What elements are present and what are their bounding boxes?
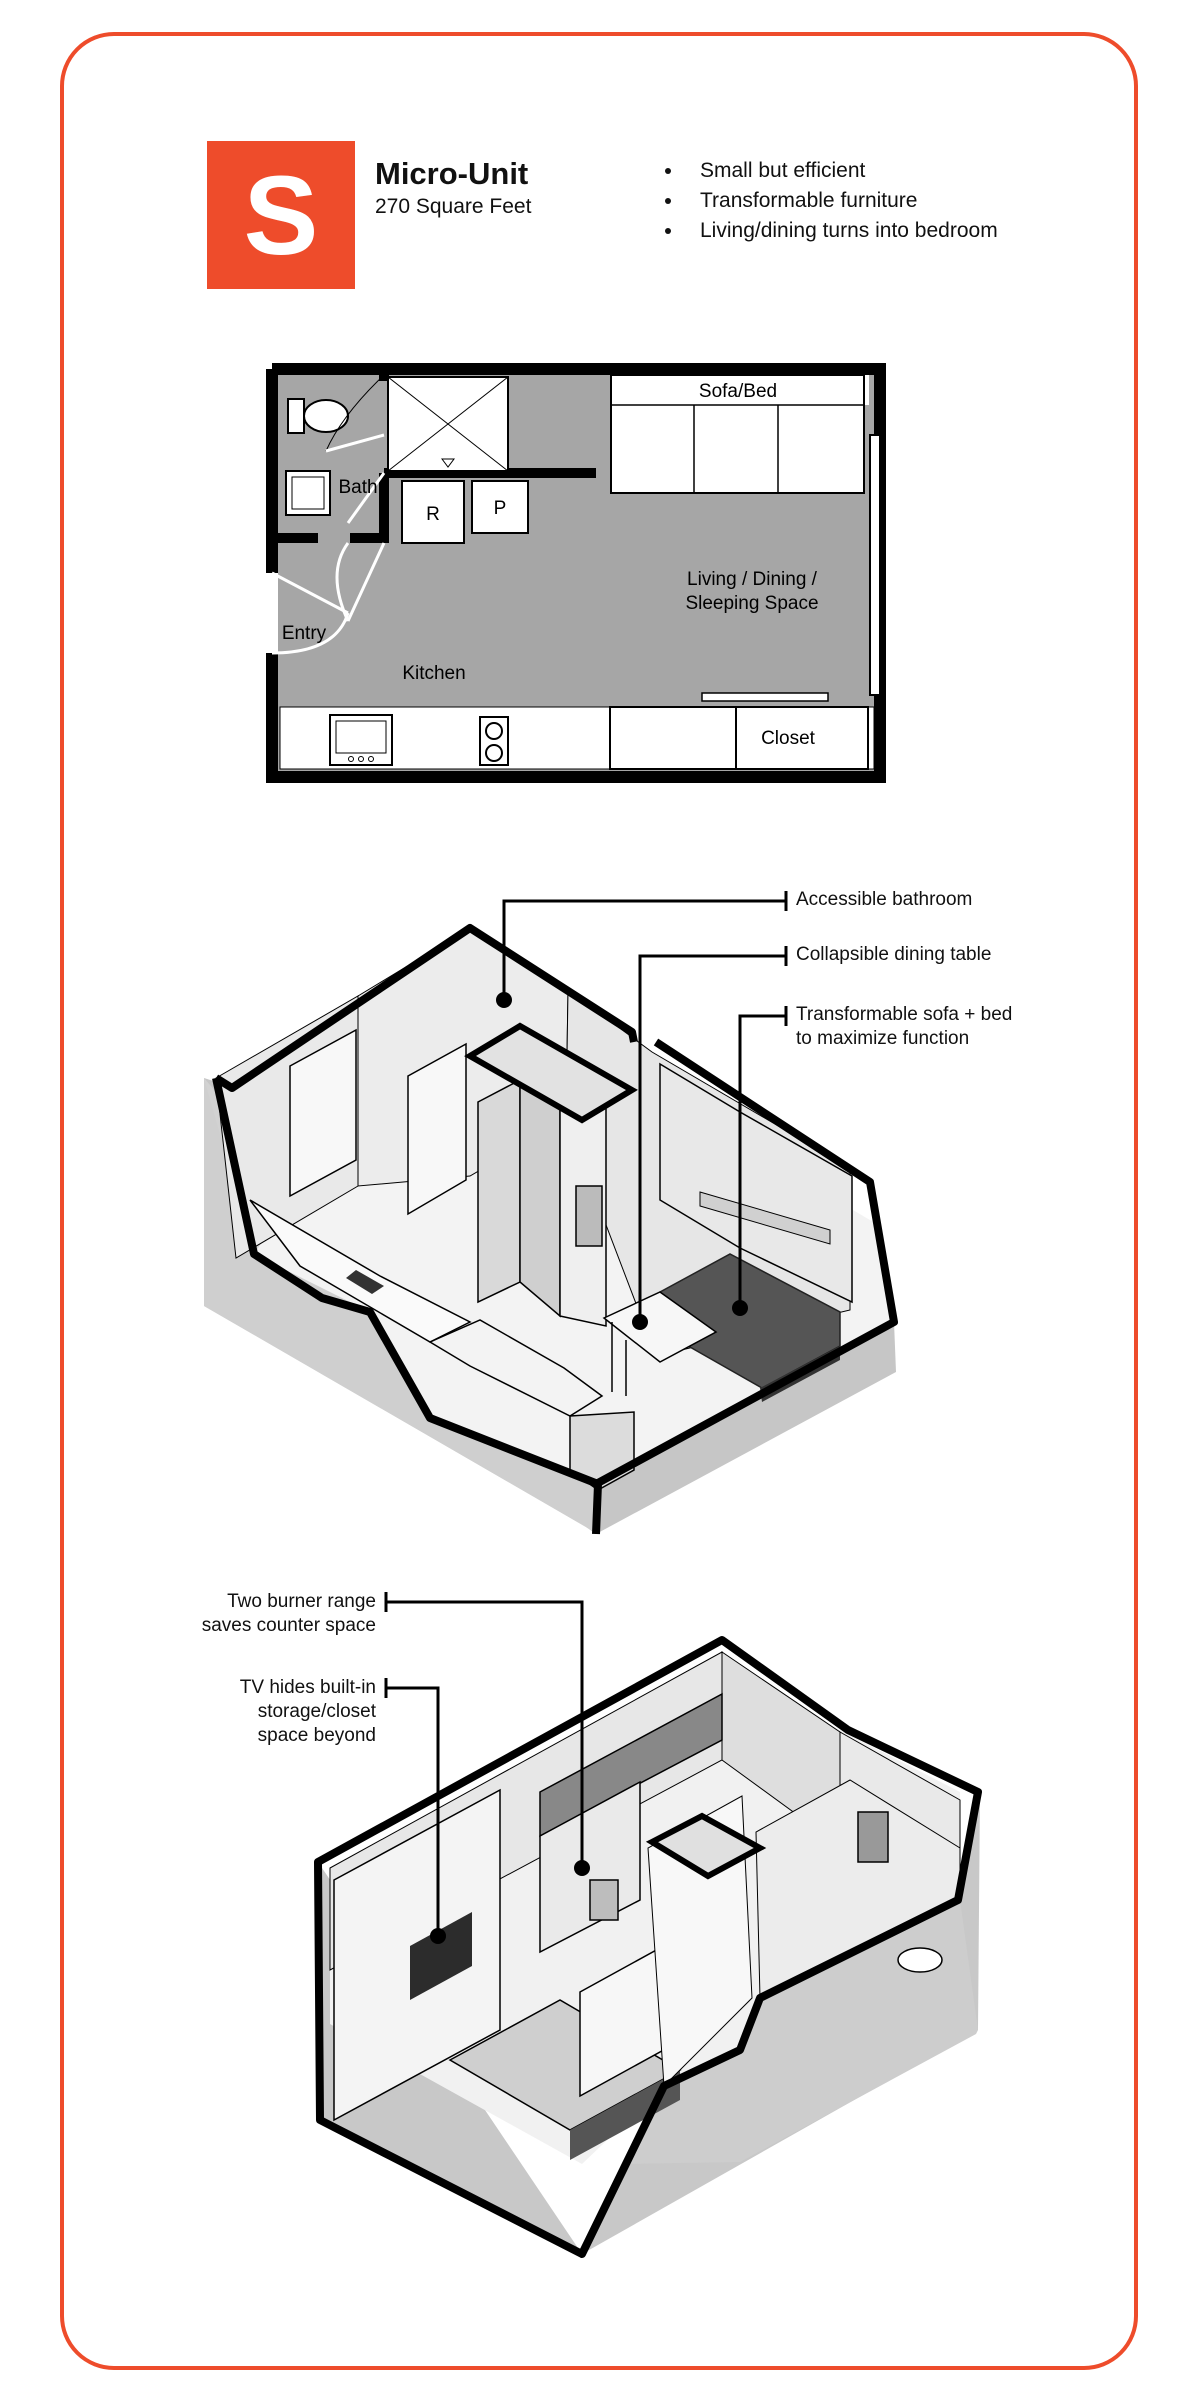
label-kitchen: Kitchen	[402, 663, 465, 684]
label-bath: Bath	[338, 477, 377, 498]
label-pantry: P	[494, 498, 507, 519]
feature-list: Small but efficient Transformable furnit…	[660, 156, 998, 246]
label-living-2: Sleeping Space	[685, 593, 818, 614]
callout-accessible-bathroom: Accessible bathroom	[796, 889, 973, 910]
unit-area: 270 Square Feet	[375, 195, 532, 218]
callout-sofa-bed: Transformable sofa + bed to maximize fun…	[796, 1004, 1013, 1049]
feature-item: Small but efficient	[684, 156, 998, 186]
isometric-view-1	[204, 891, 898, 1535]
label-sofa-bed: Sofa/Bed	[699, 381, 777, 402]
feature-item: Living/dining turns into bedroom	[684, 216, 998, 246]
feature-item: Transformable furniture	[684, 186, 998, 216]
label-closet: Closet	[761, 728, 816, 749]
floor-plan: Sofa/Bed Bath R P Living / Dining / Slee…	[266, 363, 886, 783]
callout-two-burner-range: Two burner range saves counter space	[201, 1591, 376, 1636]
label-entry: Entry	[282, 623, 327, 644]
label-living: Living / Dining /	[687, 569, 818, 590]
callout-tv-storage: TV hides built-in storage/closet space b…	[239, 1677, 376, 1746]
isometric-view-2	[314, 1592, 982, 2258]
unit-title: Micro-Unit	[375, 156, 529, 191]
size-badge: S	[207, 141, 355, 289]
page-frame	[60, 32, 1138, 2370]
callout-dining-table: Collapsible dining table	[796, 944, 992, 965]
label-refrigerator: R	[426, 504, 440, 525]
